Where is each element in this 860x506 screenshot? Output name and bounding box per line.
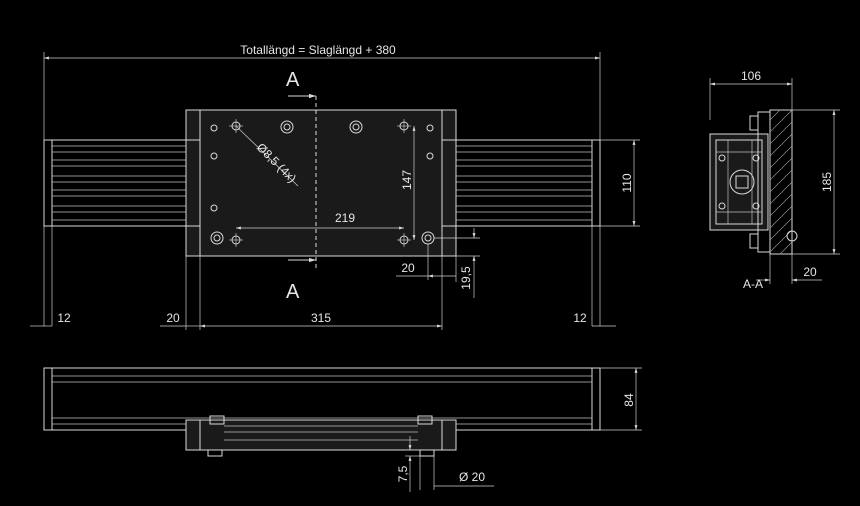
- dim-20-section: 20: [803, 265, 817, 279]
- top-view: Totallängd = Slaglängd + 380: [30, 43, 640, 330]
- mount-hole-bl: [229, 233, 243, 247]
- dim-315: 315: [311, 311, 331, 325]
- dim-110: 110: [620, 173, 634, 192]
- dim-dia-20: Ø 20: [459, 470, 485, 484]
- carriage-plate: [185, 96, 457, 270]
- carriage-side: [185, 415, 457, 457]
- dim-12-right: 12: [573, 311, 587, 325]
- mount-hole-tr: [397, 119, 411, 133]
- dim-7-5: 7,5: [396, 465, 410, 482]
- dim-19-5: 19,5: [459, 266, 473, 290]
- total-length-label: Totallängd = Slaglängd + 380: [240, 43, 396, 57]
- dim-12-left: 12: [57, 311, 71, 325]
- dim-147: 147: [400, 170, 414, 190]
- dim-84: 84: [622, 393, 636, 407]
- dim-219: 219: [335, 211, 355, 225]
- dim-20-plate: 20: [401, 261, 415, 275]
- section-hatch: [769, 109, 793, 255]
- section-caption: A-A: [743, 277, 763, 291]
- dim-106: 106: [741, 69, 761, 83]
- dim-20-left: 20: [166, 311, 180, 325]
- section-label-bottom: A: [286, 281, 300, 303]
- section-view: 106: [709, 69, 840, 291]
- dim-185: 185: [820, 172, 834, 192]
- side-view: 84 7,5 Ø 20: [43, 367, 642, 492]
- section-label-top: A: [286, 69, 300, 91]
- mount-hole-br: [397, 233, 411, 247]
